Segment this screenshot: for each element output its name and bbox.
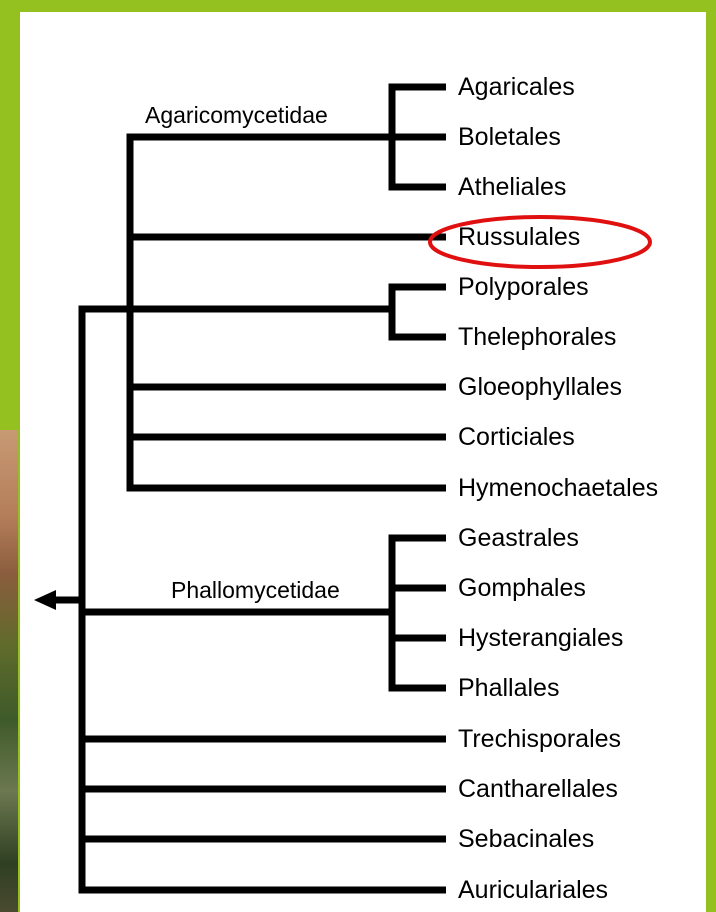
leaf-geastrales: Geastrales <box>458 524 579 552</box>
leaf-atheliales: Atheliales <box>458 173 566 201</box>
leaf-russulales: Russulales <box>458 223 580 251</box>
leaf-gloeophyllales: Gloeophyllales <box>458 373 622 401</box>
leaf-sebacinales: Sebacinales <box>458 825 594 853</box>
leaf-corticiales: Corticiales <box>458 423 575 451</box>
leaf-phallales: Phallales <box>458 674 559 702</box>
clade-label-agaricomycetidae: Agaricomycetidae <box>145 102 328 128</box>
leaf-gomphales: Gomphales <box>458 574 586 602</box>
leaf-cantharellales: Cantharellales <box>458 775 618 803</box>
leaf-trechisporales: Trechisporales <box>458 725 621 753</box>
leaf-agaricales: Agaricales <box>458 73 575 101</box>
leaf-boletales: Boletales <box>458 123 561 151</box>
left-arrow-icon <box>34 590 56 610</box>
leaf-auriculariales: Auriculariales <box>458 876 608 904</box>
leaf-polyporales: Polyporales <box>458 273 589 301</box>
tree-panel: Agaricomycetidae Phallomycetidae Agarica… <box>20 12 706 912</box>
leaf-thelephorales: Thelephorales <box>458 323 616 351</box>
leaf-hysterangiales: Hysterangiales <box>458 624 623 652</box>
leaf-hymenochaetales: Hymenochaetales <box>458 474 658 502</box>
clade-label-phallomycetidae: Phallomycetidae <box>171 577 340 603</box>
background-photo-strip <box>0 430 18 912</box>
